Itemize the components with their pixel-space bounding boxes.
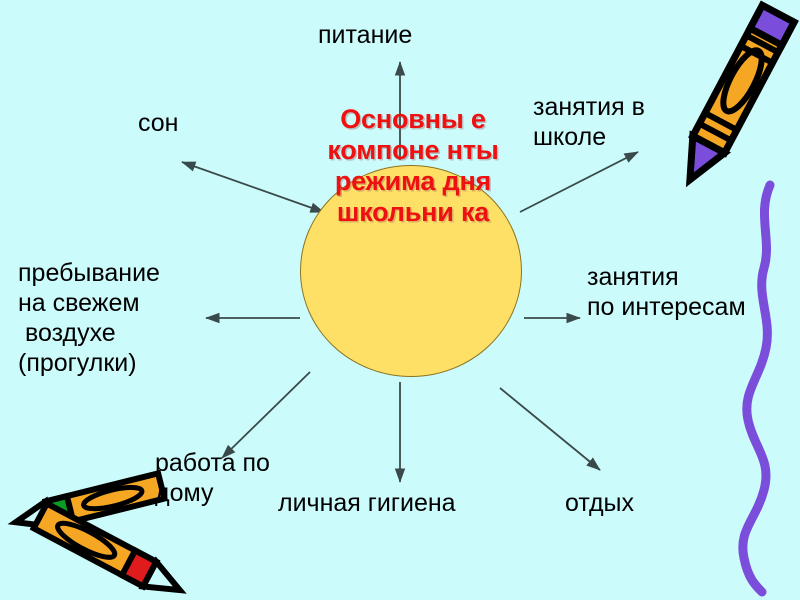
node-label-interests: занятия по интересам xyxy=(587,263,746,321)
node-label-pitanie: питание xyxy=(318,21,413,49)
center-circle-shape xyxy=(300,165,522,377)
crayon-icon-bottom-left-red xyxy=(29,499,187,594)
node-label-hygiene: личная гигиена xyxy=(278,489,456,517)
crayon-icon-bottom-left-green xyxy=(7,469,169,531)
connector-rest xyxy=(499,387,601,471)
node-label-school: занятия в школе xyxy=(533,93,645,151)
node-label-fresh-air: пребывание на свежем воздухе (прогулки) xyxy=(18,259,160,377)
node-label-rest: отдых xyxy=(565,489,635,517)
node-label-housework: работа по дому xyxy=(155,449,270,507)
purple-wavy-line xyxy=(738,180,775,597)
connector-school xyxy=(519,151,639,213)
center-title: Основны е компоне нты режима дня школьни… xyxy=(327,104,499,227)
connector-home xyxy=(221,371,311,459)
crayon-icon-top-right xyxy=(685,0,799,188)
node-label-son: сон xyxy=(138,109,179,137)
connector-son xyxy=(181,161,325,213)
